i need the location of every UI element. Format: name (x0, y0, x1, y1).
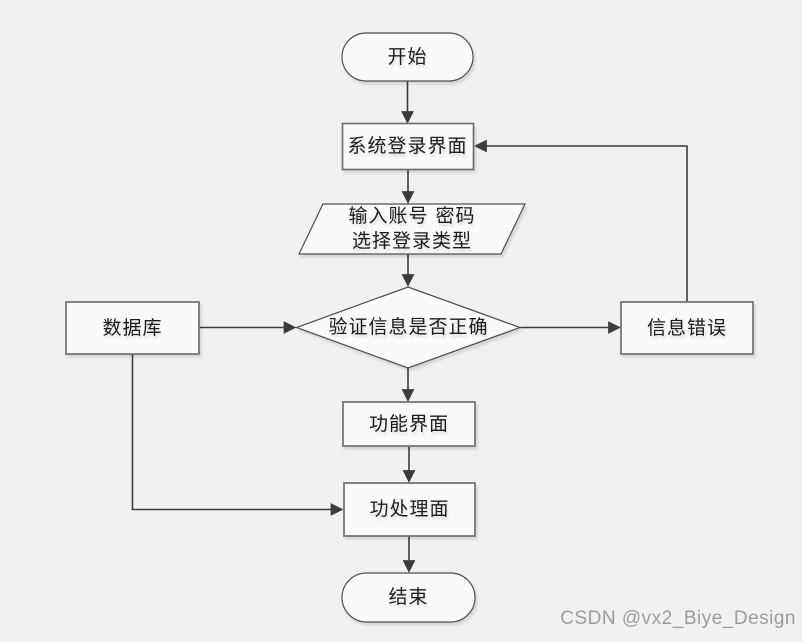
handle-process-shape (343, 482, 476, 537)
end-terminator-shape (341, 572, 476, 623)
verify-decision-shape (294, 286, 522, 369)
arrow-database-to-handle (131, 354, 344, 516)
arrow-error-to-login (474, 139, 688, 302)
login-process-shape (341, 122, 475, 171)
start-terminator-shape (341, 32, 474, 82)
function-process-shape (342, 401, 476, 447)
error-process-shape (620, 301, 754, 355)
input-io-shape (298, 203, 526, 255)
csdn-watermark: CSDN @vx2_Biye_Design (560, 608, 796, 629)
database-process-shape (65, 301, 200, 355)
